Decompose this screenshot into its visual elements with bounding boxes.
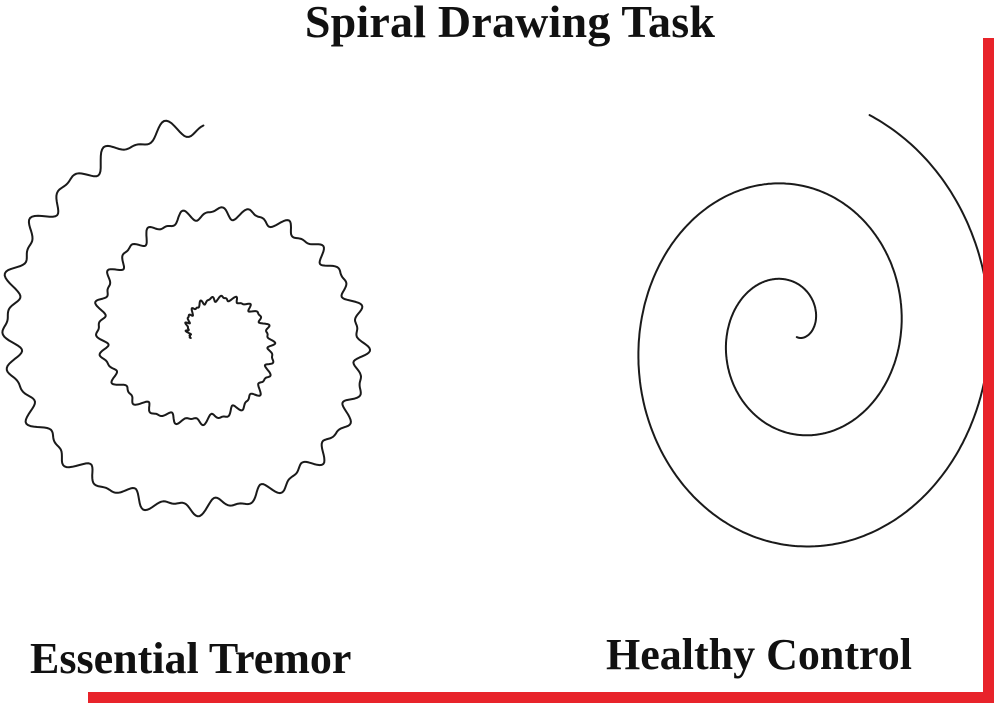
healthy-control-spiral (637, 114, 991, 548)
frame-border-right (983, 38, 994, 702)
essential-tremor-spiral (1, 119, 371, 518)
frame-border-bottom (88, 692, 994, 703)
figure-title: Spiral Drawing Task (304, 0, 716, 47)
essential-tremor-label: Essential Tremor (30, 634, 352, 683)
healthy-control-label: Healthy Control (606, 630, 912, 679)
